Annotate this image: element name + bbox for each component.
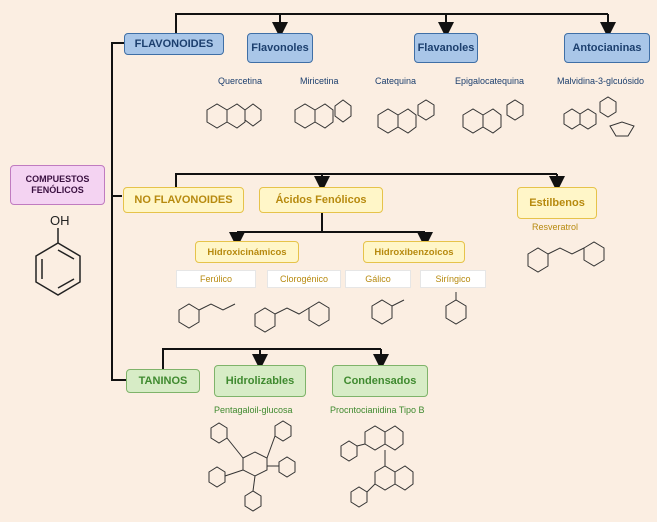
- compound-pentagaloil-glucosa: Pentagaloil-glucosa: [214, 405, 293, 415]
- condensados-box: Condensados: [332, 365, 428, 397]
- catequina-structure: [377, 99, 435, 134]
- condensados-label: Condensados: [343, 375, 417, 387]
- hidroxicinamicos-box: Hidroxicinámicos: [195, 241, 299, 263]
- flavonoides-label: FLAVONOIDES: [134, 38, 214, 50]
- miricetina-structure: [294, 99, 352, 129]
- hidrolizables-box: Hidrolizables: [214, 365, 306, 397]
- hidroxibenzoicos-label: Hidroxibenzoicos: [374, 246, 454, 258]
- acidos-fenolicos-box: Ácidos Fenólicos: [259, 187, 383, 213]
- ferulico-box: Ferúlico: [176, 270, 256, 288]
- flavonoides-box: FLAVONOIDES: [124, 33, 224, 55]
- compound-galico: Gálico: [365, 274, 391, 284]
- hidroxibenzoicos-box: Hidroxibenzoicos: [363, 241, 465, 263]
- compound-quercetina: Quercetina: [218, 76, 263, 86]
- resveratrol-structure: [527, 241, 605, 273]
- epigalocatequina-structure: [462, 99, 524, 134]
- root-box: COMPUESTOS FENÓLICOS: [10, 165, 105, 205]
- galico-structure: [371, 299, 405, 325]
- compound-siringico: Siríngico: [435, 274, 471, 284]
- taninos-box: TANINOS: [126, 369, 200, 393]
- compound-resveratrol: Resveratrol: [532, 222, 579, 232]
- taninos-label: TANINOS: [138, 375, 188, 387]
- estilbenos-label: Estilbenos: [529, 197, 585, 209]
- compound-catequina: Catequina: [375, 76, 417, 86]
- compound-miricetina: Miricetina: [300, 76, 339, 86]
- malvidina-structure: [563, 96, 635, 137]
- pentagaloil-glucosa-structure: [208, 420, 296, 512]
- hidroxicinamicos-label: Hidroxicinámicos: [207, 246, 287, 258]
- antocianinas-box: Antocianinas: [564, 33, 650, 63]
- no-flavonoides-label: NO FLAVONOIDES: [134, 194, 233, 206]
- procntocianidina-structure: [340, 425, 414, 508]
- root-label: COMPUESTOS FENÓLICOS: [25, 174, 90, 195]
- compound-procntocianidina: Procntocianidina Tipo B: [330, 405, 425, 415]
- no-flavonoides-box: NO FLAVONOIDES: [123, 187, 244, 213]
- clorogenico-box: Clorogénico: [267, 270, 341, 288]
- ferulico-structure: [178, 303, 236, 329]
- siringico-structure: [445, 292, 467, 325]
- antocianinas-label: Antocianinas: [572, 42, 642, 54]
- compound-clorogenico: Clorogénico: [279, 274, 329, 284]
- compound-malvidina: Malvidina-3-glcuósido: [557, 76, 645, 86]
- acidos-fenolicos-label: Ácidos Fenólicos: [275, 194, 367, 206]
- flavonoles-label: Flavonoles: [251, 42, 309, 54]
- siringico-box: Siríngico: [420, 270, 486, 288]
- hydroxyl-label: OH: [50, 213, 70, 228]
- compound-ferulico: Ferúlico: [199, 274, 232, 284]
- flavanoles-label: Flavanoles: [417, 42, 475, 54]
- quercetina-structure: [206, 103, 262, 129]
- estilbenos-box: Estilbenos: [517, 187, 597, 219]
- hidrolizables-label: Hidrolizables: [225, 375, 295, 387]
- flavonoles-box: Flavonoles: [247, 33, 313, 63]
- flavanoles-box: Flavanoles: [414, 33, 478, 63]
- phenol-structure: [35, 228, 81, 296]
- compound-epigalocatequina: Epigalocatequina: [455, 76, 525, 86]
- clorogenico-structure: [254, 301, 330, 333]
- galico-box: Gálico: [345, 270, 411, 288]
